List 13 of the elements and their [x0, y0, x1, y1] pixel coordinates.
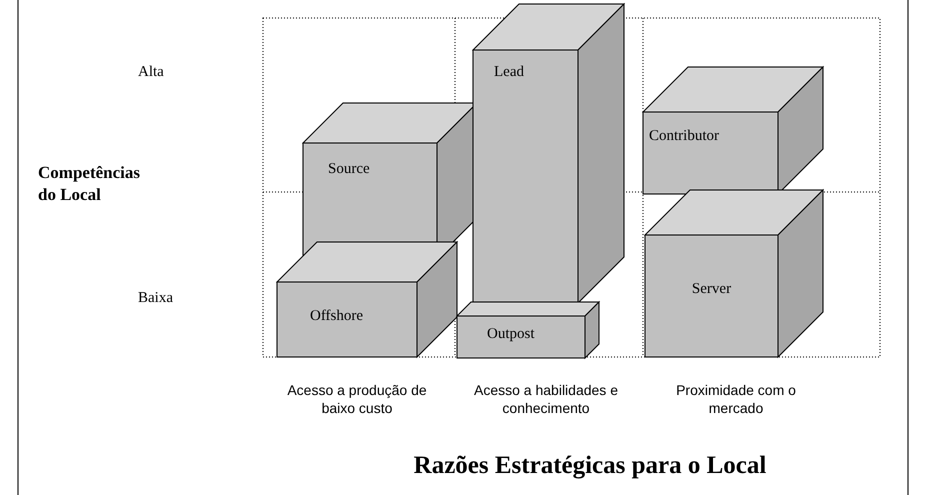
block-label: Outpost: [487, 326, 535, 343]
block-label: Contributor: [649, 128, 719, 145]
category-label: Acesso a habilidades e conhecimento: [473, 381, 619, 417]
block-label: Offshore: [310, 308, 364, 325]
block-label: Lead: [494, 64, 524, 81]
axis-title: Competências do Local: [38, 162, 141, 206]
category-label: Proximidade com o mercado: [675, 381, 797, 417]
axis-title: Razões Estratégicas para o Local: [412, 452, 768, 480]
block-label: Server: [690, 281, 732, 298]
category-label: Acesso a produção de baixo custo: [286, 381, 428, 417]
axis-level-label: Baixa: [138, 290, 173, 307]
axis-level-label: Alta: [138, 64, 164, 81]
block-label: Source: [328, 161, 370, 178]
